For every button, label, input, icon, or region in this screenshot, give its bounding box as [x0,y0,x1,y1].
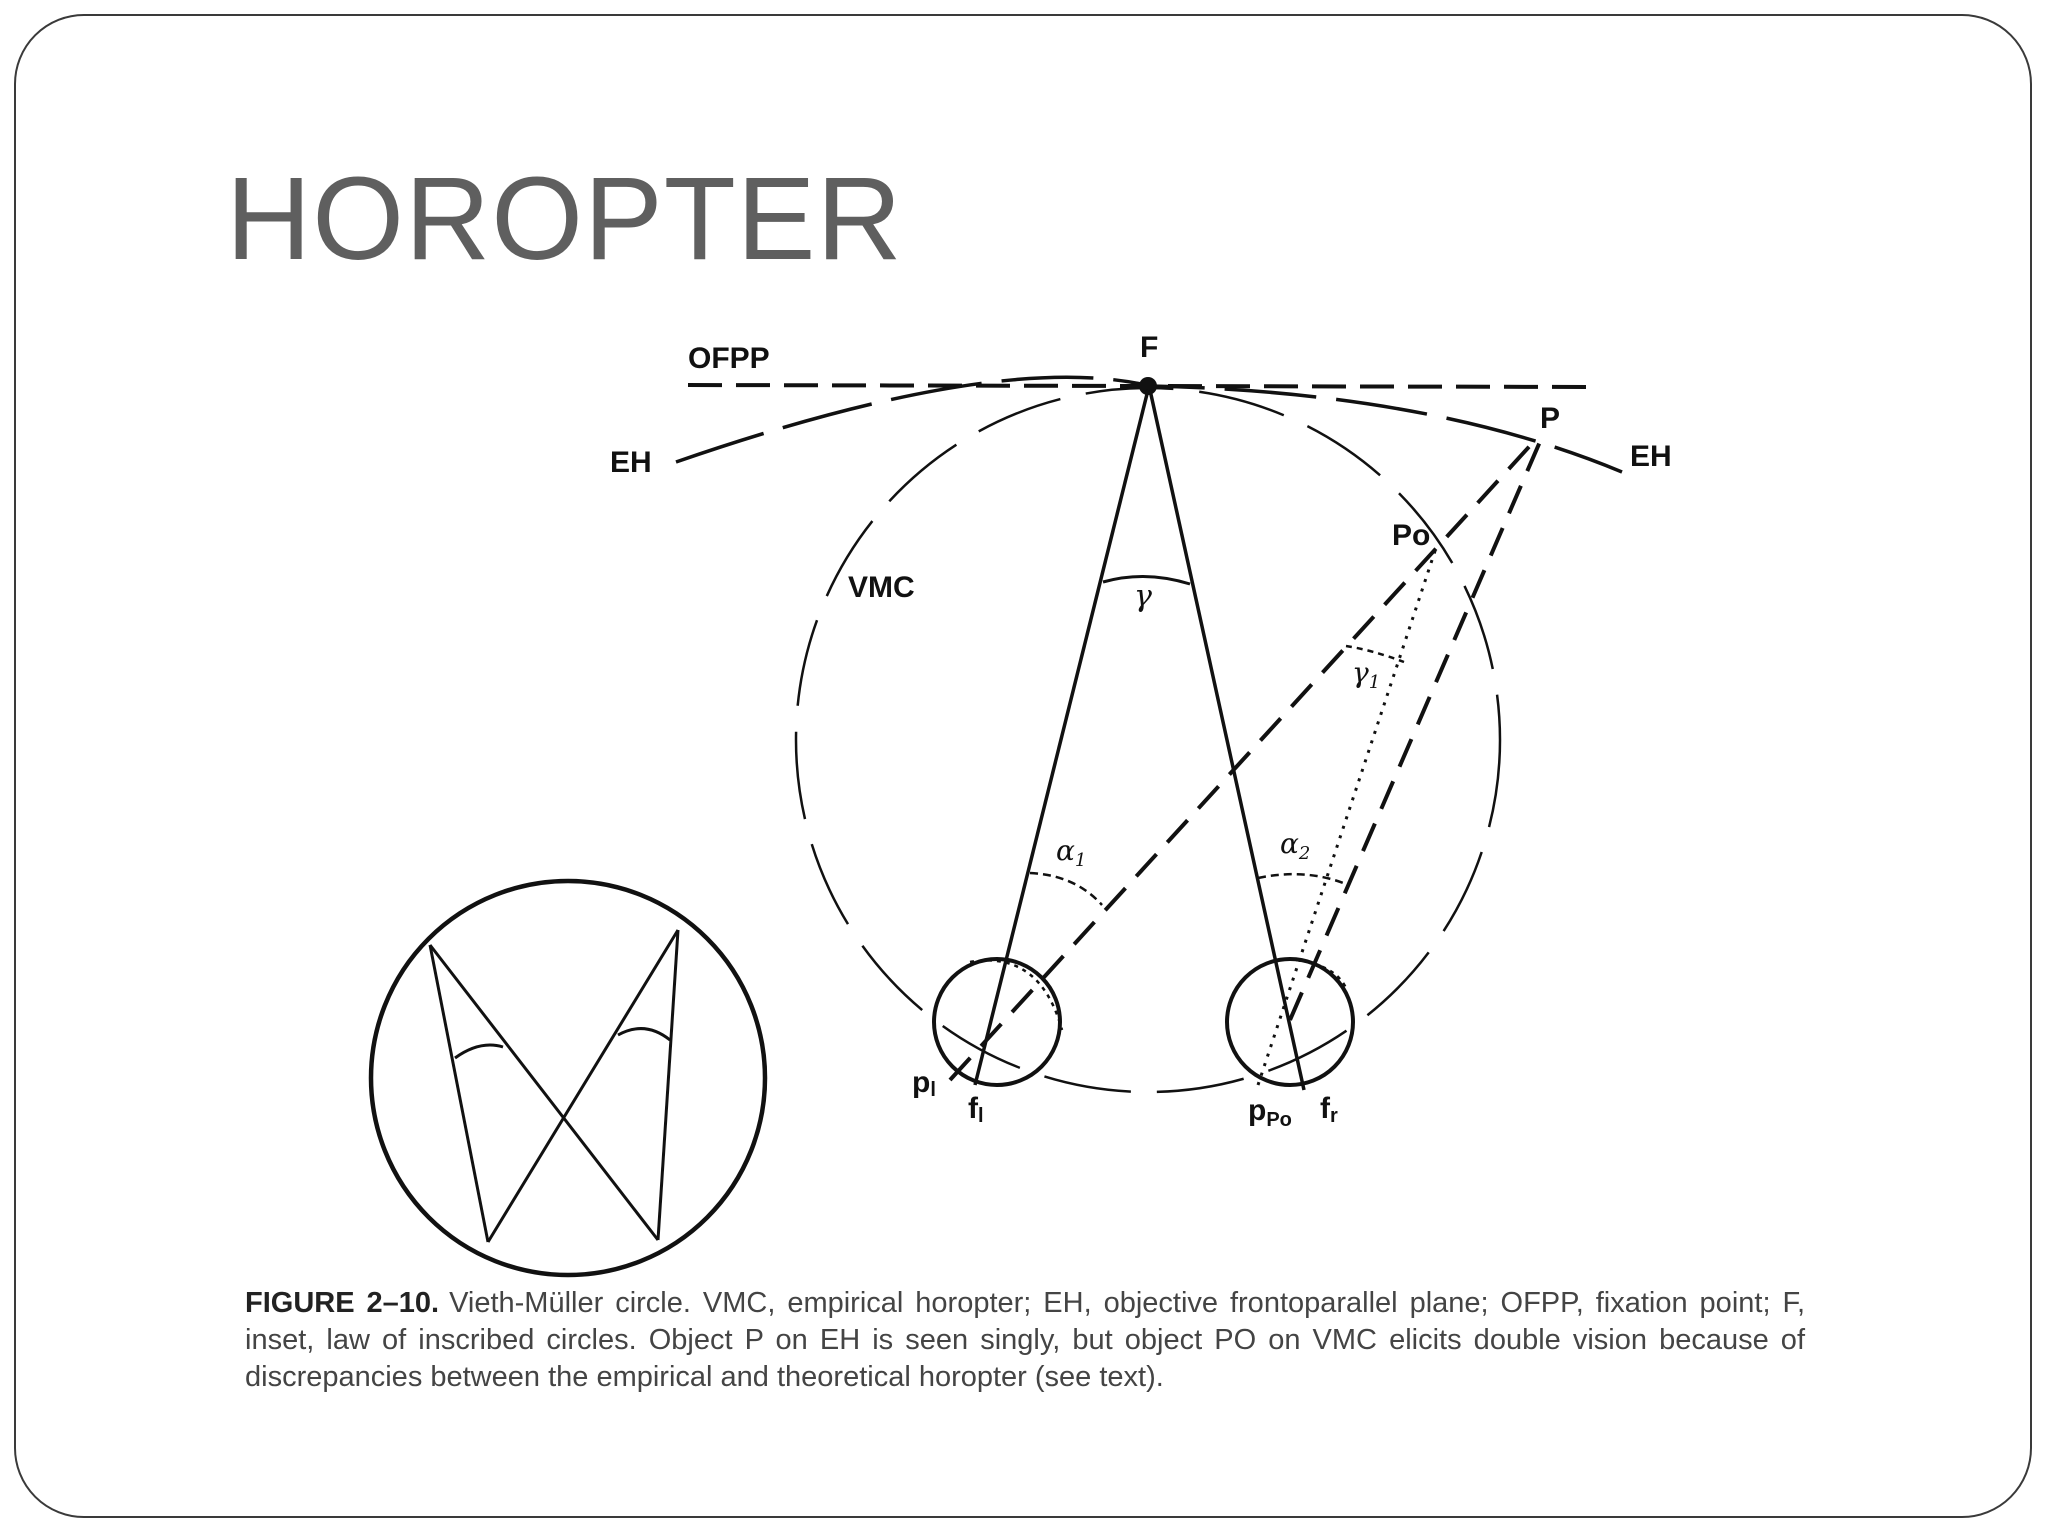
inset-chord-4 [486,929,680,1243]
label-vmc: VMC [848,571,915,604]
label-gamma1: γ1 [1352,656,1380,693]
label-pl: pl [912,1066,936,1101]
label-alpha2-sub: 2 [1298,843,1310,864]
label-ppo-sub: Po [1266,1109,1292,1131]
inset-angle-arc-left [454,1043,504,1060]
label-alpha1-sub: 1 [1075,850,1086,871]
right-eye [1225,957,1355,1087]
label-fr-sub: r [1330,1105,1338,1127]
label-gamma1-sub: 1 [1369,672,1380,693]
label-gamma1-symbol: γ [1352,656,1369,689]
left-eye-dotted-arc [969,959,1064,1031]
left-line-to-p [948,435,1540,1082]
alpha1-arc [1029,871,1103,906]
inset-inscribed-circles [368,878,768,1278]
figure-label: FIGURE 2–10. [245,1287,440,1319]
label-pl-symbol: p [912,1066,930,1099]
label-alpha1-symbol: α [1056,834,1075,867]
fixation-point-f [1139,377,1157,395]
label-gamma: γ [1134,579,1152,614]
label-ppo-symbol: p [1248,1094,1266,1127]
label-ofpp: OFPP [688,342,770,375]
alpha2-arc [1257,872,1347,886]
dotted-line-to-po [1256,547,1438,1086]
left-eye [932,957,1062,1087]
inset-angle-arc-right [617,1027,671,1042]
slide-frame [14,14,2032,1518]
label-pl-sub: l [930,1079,936,1101]
label-fl-sub: l [978,1105,984,1127]
figure-caption: FIGURE 2–10.Vieth-Müller circle. VMC, em… [245,1285,1805,1396]
label-fl: fl [968,1092,984,1127]
inset-chord-3 [656,929,680,1241]
right-visual-axis [1148,389,1306,1091]
gamma1-arc [1345,644,1405,664]
label-f: F [1140,331,1158,364]
left-visual-axis [973,389,1150,1086]
right-eye-dotted-arc [1295,958,1348,989]
label-alpha1: α1 [1056,834,1086,871]
vmc-circle [794,386,1502,1094]
label-fl-symbol: f [968,1092,979,1125]
inset-circle [368,878,768,1278]
label-ppo: pPo [1248,1094,1292,1131]
inset-chord-1 [428,944,490,1243]
figure-caption-text: Vieth-Müller circle. VMC, empirical horo… [245,1287,1805,1393]
label-eh-right: EH [1630,440,1672,473]
label-alpha2-symbol: α [1280,827,1299,860]
label-po: Po [1392,519,1430,552]
label-p: P [1540,402,1560,435]
gamma-arc [1102,575,1191,586]
inset-chord-2 [428,944,660,1241]
right-line-to-p [1288,436,1544,1021]
label-fr: fr [1320,1092,1338,1127]
slide-title: HOROPTER [226,153,903,285]
label-eh-left: EH [610,446,652,479]
label-alpha2: α2 [1280,827,1310,864]
label-fr-symbol: f [1320,1092,1331,1125]
